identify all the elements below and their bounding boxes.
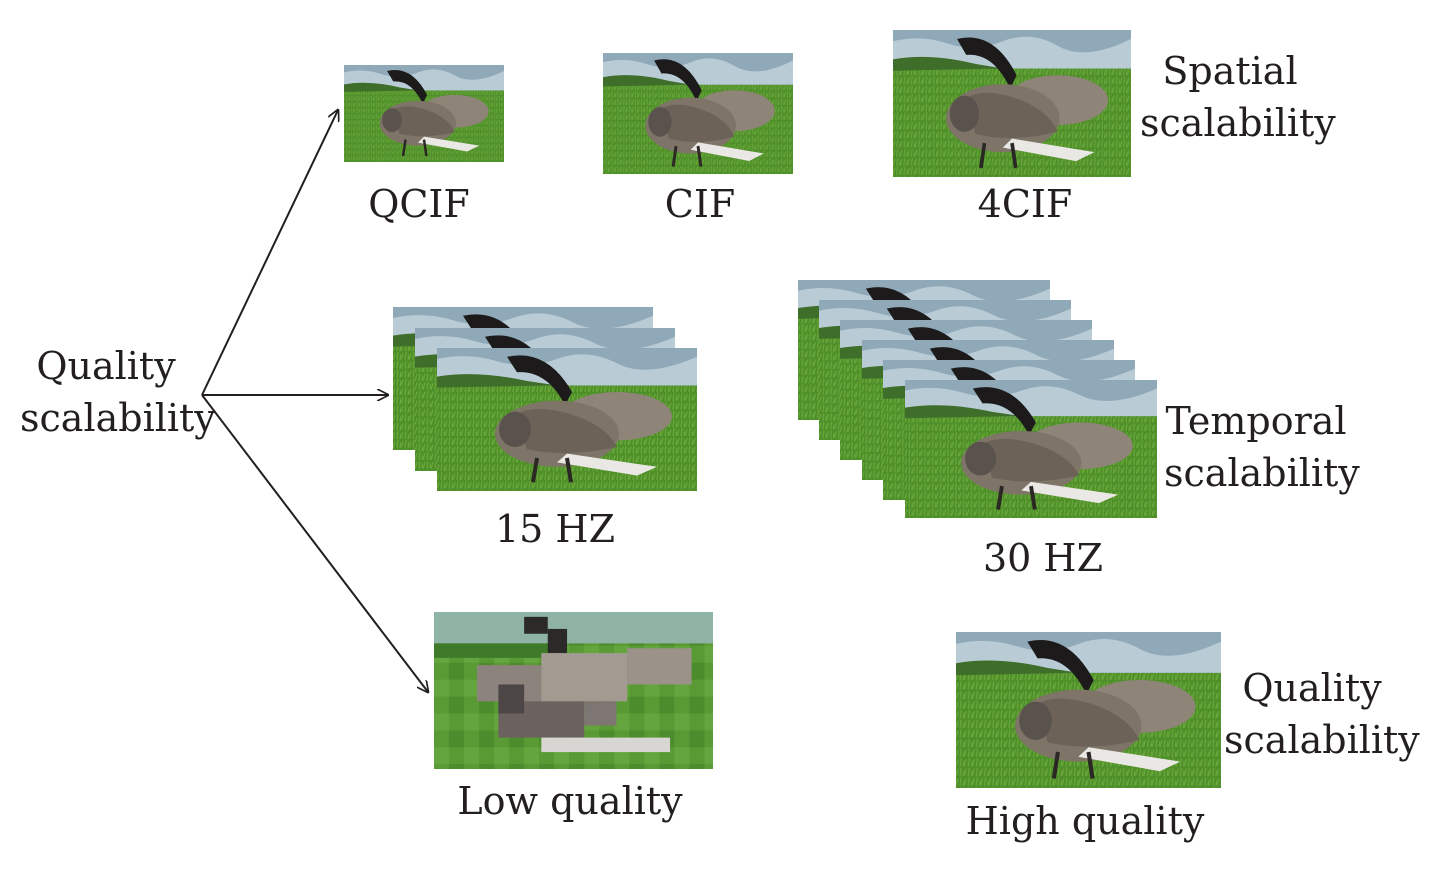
low-quality-label: Low quality	[457, 779, 683, 823]
qcif-frame-image	[344, 65, 504, 162]
high-quality-label: High quality	[965, 799, 1205, 843]
30hz-label: 30 HZ	[983, 536, 1103, 580]
30hz-frame-stack	[798, 280, 1157, 518]
4cif-label: 4CIF	[977, 182, 1073, 226]
arrow-to-spatial	[201, 110, 338, 396]
cif-frame-image	[603, 53, 793, 174]
qcif-label: QCIF	[368, 182, 470, 226]
high-quality-frame-image	[956, 632, 1221, 788]
arrow-to-quality	[201, 394, 428, 692]
15hz-label: 15 HZ	[495, 507, 615, 551]
4cif-frame-image	[893, 30, 1131, 177]
cif-label: CIF	[664, 182, 736, 226]
root-quality-scalability-label: Quality scalability	[20, 344, 216, 440]
temporal-scalability-title: Temporal scalability	[1164, 399, 1360, 495]
low-quality-frame-image	[434, 612, 713, 769]
15hz-frame-stack	[393, 307, 697, 491]
quality-scalability-title: Quality scalability	[1224, 666, 1420, 762]
spatial-scalability-title: Spatial scalability	[1140, 49, 1336, 145]
